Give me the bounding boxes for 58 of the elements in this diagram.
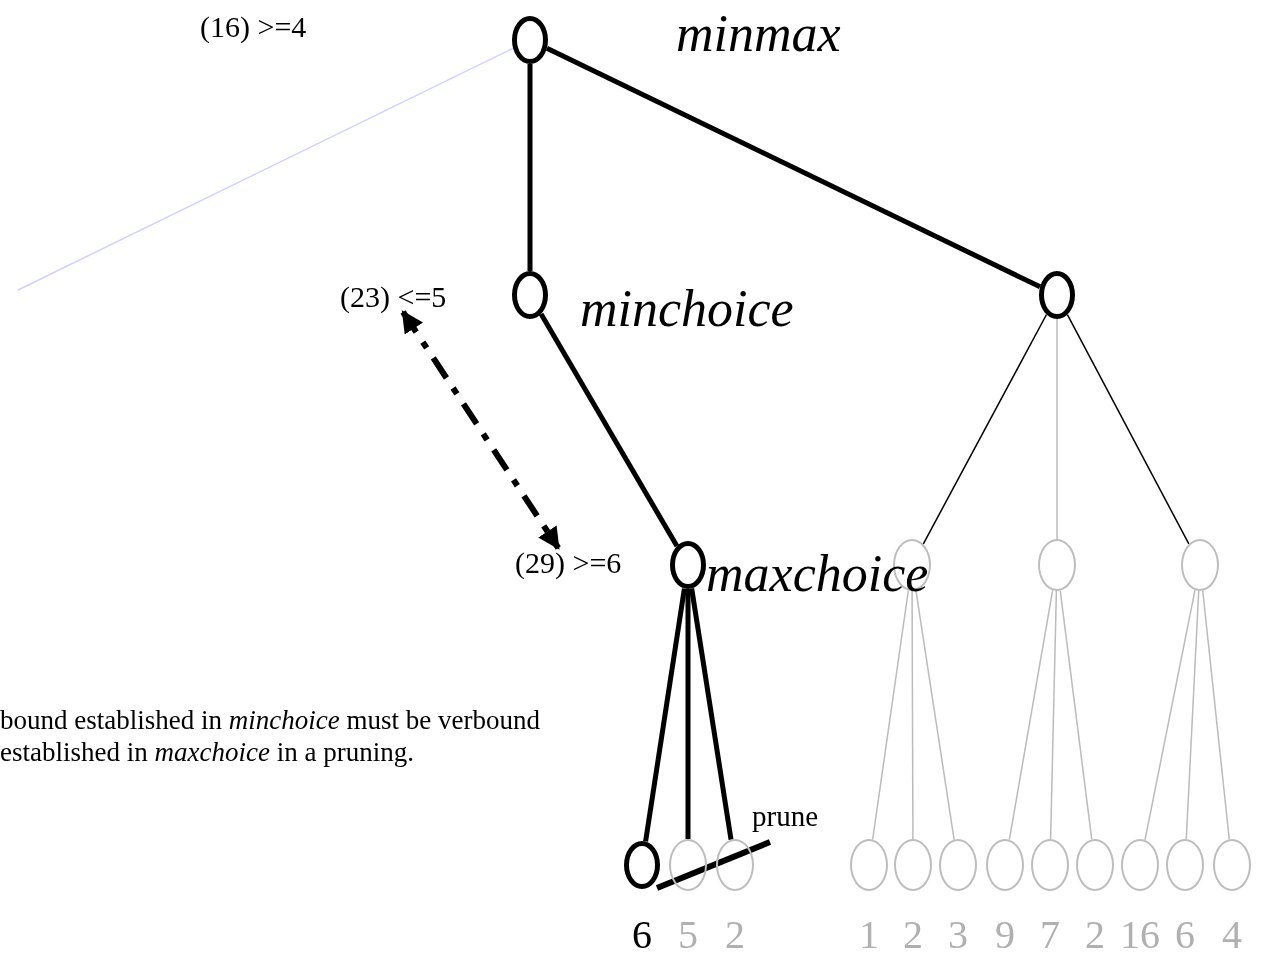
leaf-value: 4 (1222, 915, 1242, 955)
tree-node-oval (512, 271, 548, 319)
tree-node-oval (1031, 839, 1069, 891)
tree-node-oval (1038, 539, 1076, 591)
explanation-note: bound established in minchoice must be verbound established in maxchoice in a pruning. (0, 704, 541, 769)
tree-branch (545, 45, 1042, 290)
bound-label: (16) >=4 (200, 12, 307, 42)
tree-branch (1066, 313, 1190, 545)
tree-branch (527, 64, 533, 271)
tree-node-oval (939, 839, 977, 891)
tree-node-oval (1166, 839, 1204, 891)
tree-node-oval (1121, 839, 1159, 891)
leaf-value: 6 (1175, 915, 1195, 955)
tree-branch (538, 312, 680, 548)
tree-branch (1144, 589, 1196, 841)
tree-node-oval (512, 16, 548, 64)
tree-node-oval (670, 541, 706, 589)
node-name: minmax (676, 8, 841, 60)
tree-node-oval (1039, 271, 1075, 319)
prune-label: prune (752, 802, 819, 831)
tree-branch (1185, 590, 1200, 840)
leaf-value: 2 (725, 915, 745, 955)
tree-branch (1202, 590, 1230, 840)
tree-node-oval (1076, 839, 1114, 891)
leaf-value: 16 (1120, 915, 1160, 955)
tree-node-oval (1213, 839, 1251, 891)
bound-label: (29) >=6 (515, 548, 622, 578)
tree-branch (689, 588, 734, 840)
node-name: minchoice (580, 283, 794, 335)
tree-node-oval (986, 839, 1024, 891)
leaf-value: 7 (1040, 915, 1060, 955)
tree-branch (1059, 589, 1093, 841)
leaf-value: 2 (903, 915, 923, 955)
tree-branch (685, 589, 691, 839)
leaf-value: 9 (995, 915, 1015, 955)
tree-branch (922, 313, 1048, 545)
tree-node-oval (669, 839, 707, 891)
tree-node-oval (894, 839, 932, 891)
leaf-value: 6 (632, 915, 652, 955)
tree-branch (871, 589, 910, 841)
double-arrow (400, 310, 561, 550)
tree-node-oval (850, 839, 888, 891)
bound-label: (23) <=5 (340, 282, 447, 312)
leaf-value: 1 (859, 915, 879, 955)
tree-branch (17, 47, 514, 291)
node-name: maxchoice (706, 548, 929, 600)
tree-node-oval (624, 841, 660, 889)
tree-branch (1049, 590, 1058, 840)
tree-node-oval (1181, 539, 1219, 591)
tree-branch (911, 590, 914, 840)
tree-node-oval (716, 839, 754, 891)
leaf-value: 2 (1085, 915, 1105, 955)
tree-branch (643, 588, 687, 842)
tree-branch (915, 589, 955, 841)
leaf-value: 3 (948, 915, 968, 955)
tree-branch (1008, 589, 1054, 841)
leaf-value: 5 (678, 915, 698, 955)
tree-branch (1056, 318, 1058, 540)
